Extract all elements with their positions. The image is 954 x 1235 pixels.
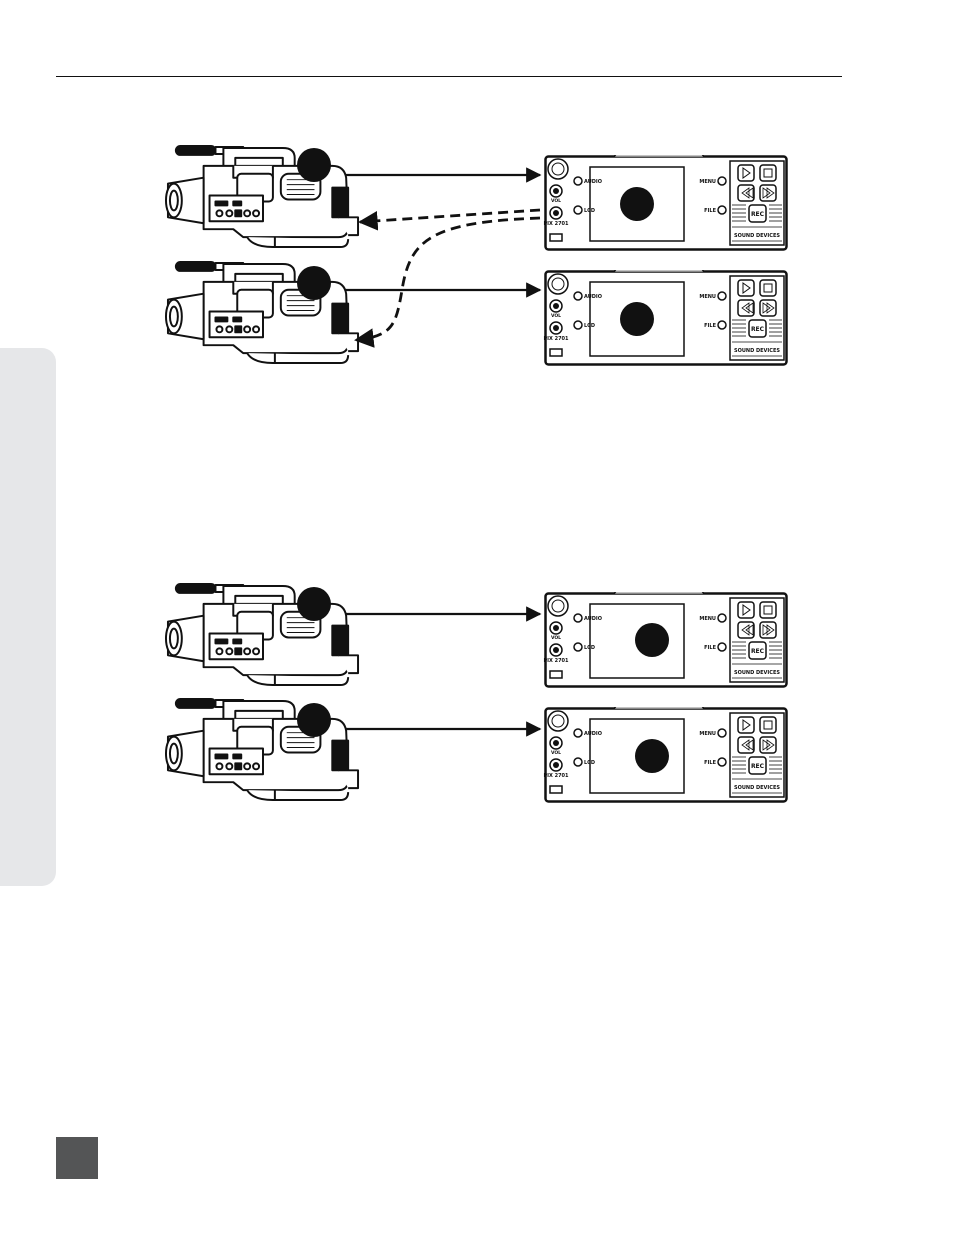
diagram-top <box>166 146 787 364</box>
recorder-label-fileb: FILE <box>704 208 716 214</box>
callout-marker <box>620 187 654 221</box>
recorder-label-vol: VOL <box>551 750 561 756</box>
recorder-label-brand: SOUND DEVICES <box>734 348 780 354</box>
recorder-label-rec: REC <box>751 326 765 333</box>
callout-marker <box>297 587 331 621</box>
recorder-label-brand: SOUND DEVICES <box>734 785 780 791</box>
recorder-label-fileb: FILE <box>704 323 716 329</box>
recorder-label-menu: MENU <box>699 731 716 737</box>
recorder-label-vol: VOL <box>551 635 561 641</box>
recorder-label-menu: MENU <box>699 179 716 185</box>
recorder-label-lcd: LCD <box>584 760 595 766</box>
callout-marker <box>297 266 331 300</box>
recorder-label-audio: AUDIO <box>584 294 602 300</box>
recorder-label-audio: AUDIO <box>584 616 602 622</box>
callout-marker <box>620 302 654 336</box>
recorder-label-fileb: FILE <box>704 645 716 651</box>
recorder-label-vol: VOL <box>551 313 561 319</box>
recorder-label-pixport: PIX 2701 <box>543 773 569 779</box>
recorder-label-brand: SOUND DEVICES <box>734 670 780 676</box>
recorder-label-lcd: LCD <box>584 323 595 329</box>
recorder-label-lcd: LCD <box>584 645 595 651</box>
recorder-label-brand: SOUND DEVICES <box>734 233 780 239</box>
recorder-label-audio: AUDIO <box>584 179 602 185</box>
recorder-label-pixport: PIX 2701 <box>543 221 569 227</box>
recorder-label-pixport: PIX 2701 <box>543 336 569 342</box>
recorder-label-rec: REC <box>751 763 765 770</box>
callout-marker <box>635 623 669 657</box>
callout-marker <box>297 703 331 737</box>
recorder-label-pixport: PIX 2701 <box>543 658 569 664</box>
diagram-bottom <box>166 584 787 801</box>
recorder-label-fileb: FILE <box>704 760 716 766</box>
callout-marker <box>635 739 669 773</box>
recorder-label-rec: REC <box>751 648 765 655</box>
recorder-label-audio: AUDIO <box>584 731 602 737</box>
recorder-label-rec: REC <box>751 211 765 218</box>
timecode-line <box>360 210 540 222</box>
recorder-label-menu: MENU <box>699 616 716 622</box>
callout-marker <box>297 148 331 182</box>
recorder-label-vol: VOL <box>551 198 561 204</box>
timecode-line <box>356 218 540 340</box>
recorder-label-menu: MENU <box>699 294 716 300</box>
recorder-label-lcd: LCD <box>584 208 595 214</box>
